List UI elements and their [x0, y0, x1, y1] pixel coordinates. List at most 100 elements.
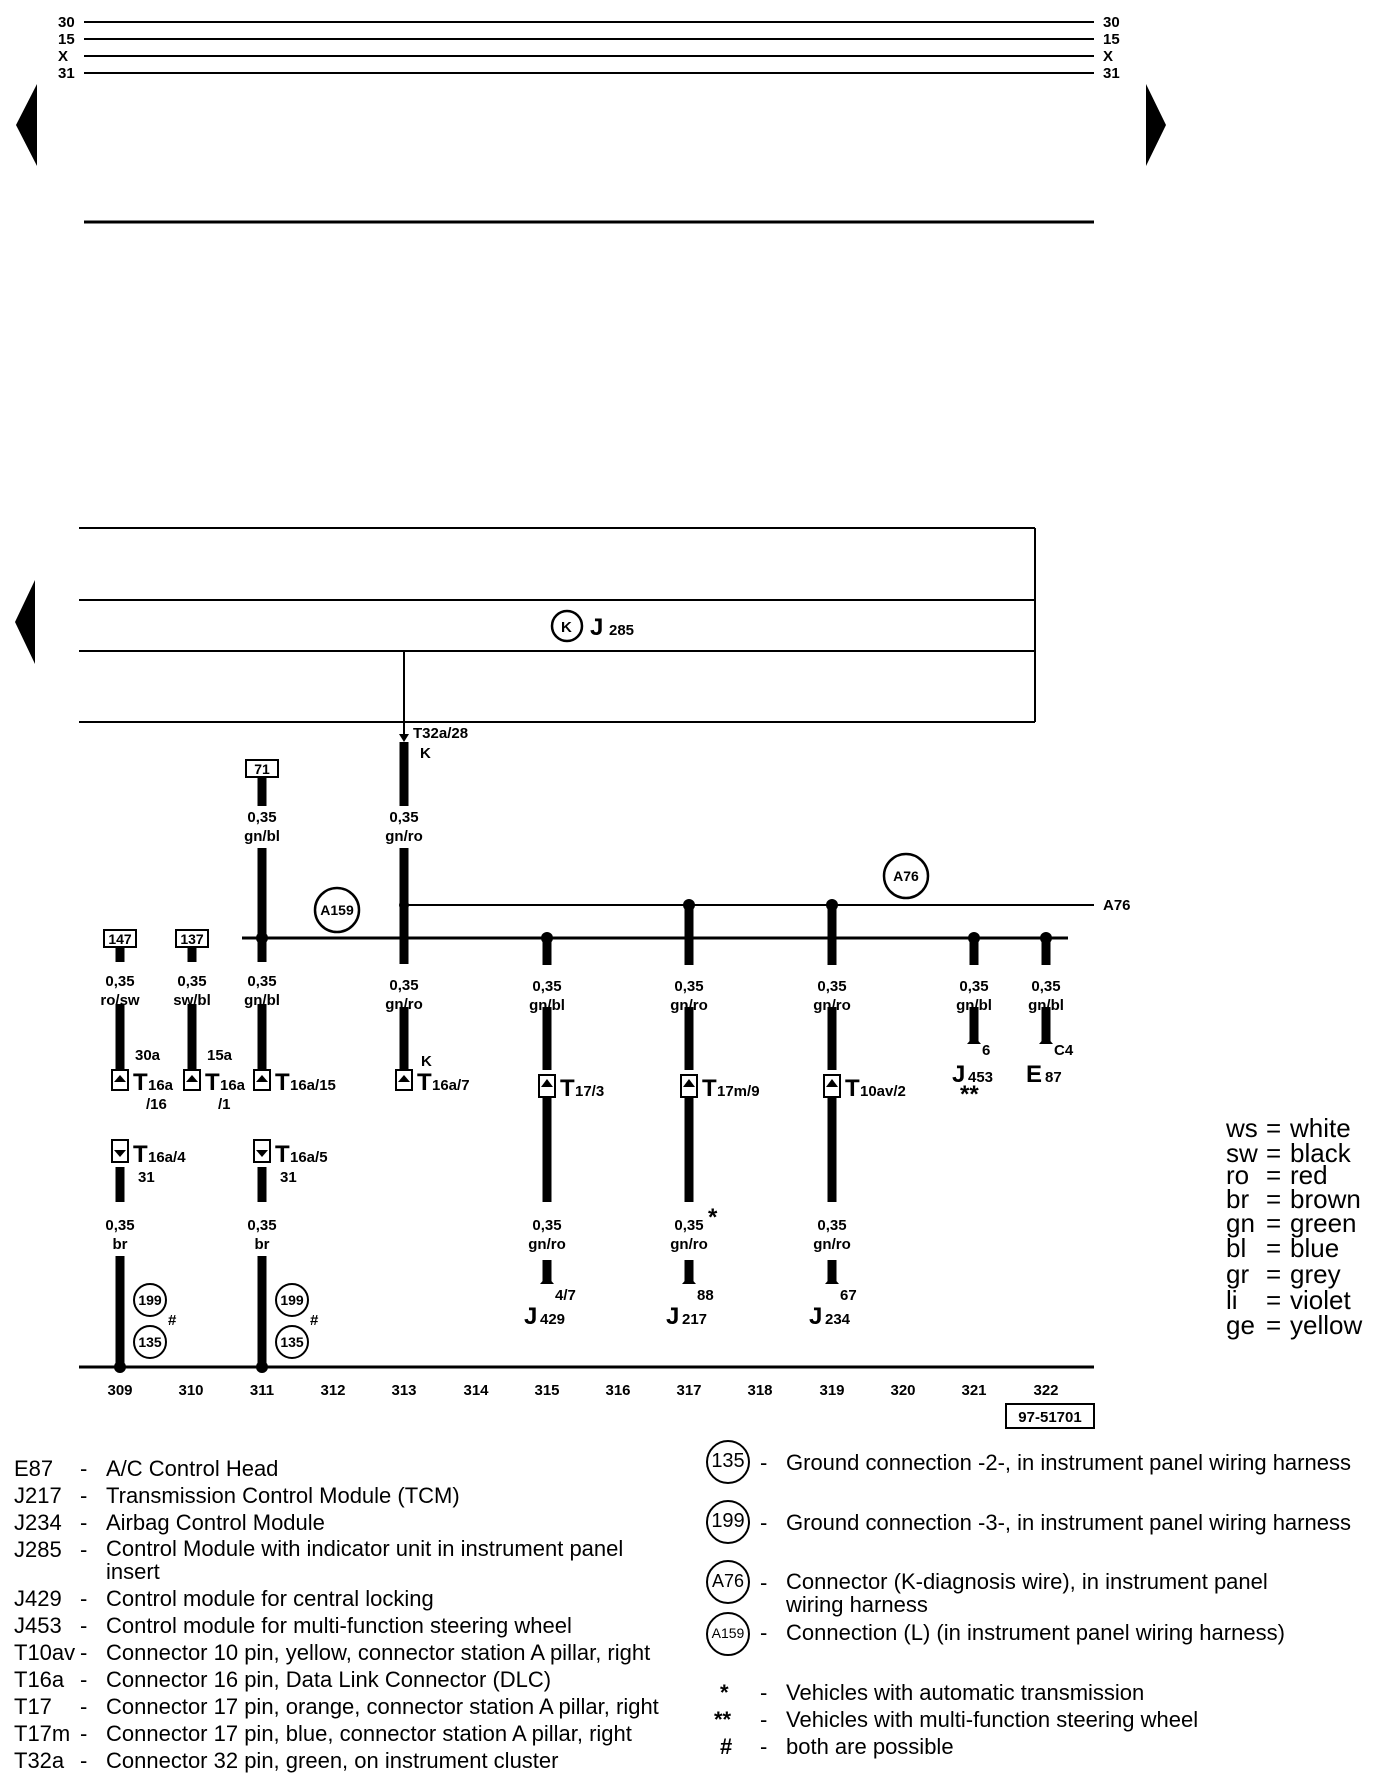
legend-description: Transmission Control Module (TCM) — [106, 1483, 460, 1508]
connector-id-sub: 16a/5 — [290, 1149, 328, 1166]
ground-199-icon — [133, 1283, 167, 1317]
legend-code: J429 — [14, 1586, 62, 1611]
legend-description: Vehicles with multi-function steering wh… — [786, 1707, 1199, 1732]
fuse-tag-147: 147 — [103, 929, 137, 948]
pin-mark-icon — [683, 1079, 695, 1087]
connector-pin-label: 15a — [207, 1047, 233, 1064]
legend-dash: - — [80, 1640, 88, 1665]
track-number: 322 — [1033, 1382, 1058, 1399]
top-rails — [84, 21, 1094, 224]
diagram-id-box — [1005, 1403, 1095, 1429]
legend-code: J217 — [14, 1483, 62, 1508]
wire-size-label: 0,35 — [532, 978, 561, 995]
legend-dash: - — [80, 1586, 88, 1611]
j429-id-sub: 429 — [540, 1311, 565, 1328]
j234-id-sub: 234 — [825, 1311, 851, 1328]
wire-size-label: 0,35 — [959, 978, 988, 995]
colour-equals-sign: = — [1266, 1113, 1281, 1143]
legend-description: Ground connection -2-, in instrument pan… — [786, 1450, 1351, 1475]
connector-id-sub: 16a — [148, 1077, 174, 1094]
legend-description: Connector 32 pin, green, on instrument c… — [106, 1748, 559, 1773]
connector-id: T — [275, 1069, 290, 1096]
connector-id: T — [845, 1075, 860, 1102]
ground-199-label: 199 — [280, 1292, 304, 1308]
page-left-arrow-icon[interactable] — [16, 84, 37, 166]
wire-size-label: 0,35 — [247, 973, 276, 990]
symbol-legend: 135 - Ground connection -2-, in instrume… — [700, 1440, 1390, 1776]
j429-id: J — [524, 1303, 537, 1330]
connector-pin-label: 31 — [138, 1169, 155, 1186]
colour-name: green — [1290, 1208, 1357, 1238]
colour-name: blue — [1290, 1233, 1339, 1263]
page-right-arrow-icon[interactable] — [1146, 84, 1166, 166]
connector-id-sub: 17m/9 — [717, 1083, 760, 1100]
ground-135-label: 135 — [280, 1334, 304, 1350]
legend-description: Control module for central locking — [106, 1586, 434, 1611]
legend-description: Connector 16 pin, Data Link Connector (D… — [106, 1667, 552, 1692]
pin-mark-icon — [256, 1075, 268, 1082]
track-number: 321 — [961, 1382, 986, 1399]
legend-dash: - — [80, 1694, 88, 1719]
connector-id: T — [205, 1069, 220, 1096]
wire-colour-label: gn/ro — [670, 997, 708, 1014]
colour-equals-sign: = — [1266, 1208, 1281, 1238]
ground-135-icon — [275, 1325, 309, 1359]
colour-code-legend: ws = white sw = black ro = red br = brow… — [1225, 1113, 1362, 1340]
junction-dots — [114, 899, 1052, 1373]
rail-label-right: X — [1103, 48, 1113, 65]
rail-labels-left: 30 15 X 31 — [58, 14, 75, 82]
colour-name: grey — [1290, 1259, 1341, 1289]
automatic-transmission-symbol: * — [720, 1680, 729, 1705]
ground-199-label: 199 — [138, 1292, 162, 1308]
page-left-arrow-icon[interactable] — [15, 580, 35, 664]
junction-dot — [968, 932, 980, 944]
connector-id-sub: 16a — [220, 1077, 246, 1094]
connector-id: T — [133, 1141, 148, 1168]
track-number: 310 — [178, 1382, 203, 1399]
wire-colour-label: gn/ro — [528, 1236, 566, 1253]
connector-id-sub: 16a/15 — [290, 1077, 336, 1094]
multi-function-steering-symbol: ** — [714, 1707, 732, 1732]
legend-description: A/C Control Head — [106, 1456, 279, 1481]
connector-id: T — [417, 1069, 432, 1096]
connector-id-sub: 17/3 — [575, 1083, 604, 1100]
wire-size-label: 0,35 — [105, 1217, 134, 1234]
legend-code: T10av — [14, 1640, 76, 1665]
j285-symbol: K J 285 — [550, 609, 634, 643]
colour-name: black — [1290, 1138, 1352, 1168]
wire-size-label: 0,35 — [389, 809, 418, 826]
connector-a76-icon — [882, 852, 930, 900]
pin-label-t32a-28: T32a/28 — [413, 725, 468, 742]
junction-dot — [826, 899, 838, 911]
track-number: 320 — [890, 1382, 915, 1399]
junction-dot — [541, 932, 553, 944]
colour-name: yellow — [1290, 1310, 1362, 1340]
pin-mark-icon — [114, 1075, 126, 1082]
terminal-arrow-icon — [967, 1036, 981, 1044]
j217-pin: 88 — [697, 1287, 714, 1304]
rail-label-right: 15 — [1103, 31, 1120, 48]
legend-dash: - — [80, 1510, 88, 1535]
pin-arrow-icon — [399, 734, 409, 742]
connector-labels: 30a T 16a /16 15a T 16a /1 T 16a/15 K T … — [133, 1047, 906, 1186]
legend-description: Ground connection -3-, in instrument pan… — [786, 1510, 1351, 1535]
legend-dash: - — [760, 1510, 768, 1535]
colour-equals-sign: = — [1266, 1285, 1281, 1315]
terminal-arrow-icon — [682, 1276, 696, 1284]
colour-equals-sign: = — [1266, 1233, 1281, 1263]
wire-size-label: 0,35 — [247, 1217, 276, 1234]
colour-name: white — [1289, 1113, 1351, 1143]
colour-code: ws — [1225, 1113, 1258, 1143]
connector-id-tail: /16 — [146, 1096, 167, 1113]
colour-equals-sign: = — [1266, 1138, 1281, 1168]
legend-code: T32a — [14, 1748, 65, 1773]
wire-colour-label: gn/ro — [813, 1236, 851, 1253]
control-module-j285 — [79, 527, 1036, 723]
wire-colour-label: gn/bl — [244, 992, 280, 1009]
connector-id-sub: 16a/7 — [432, 1077, 470, 1094]
wire-colour-label: ro/sw — [100, 992, 140, 1009]
terminal-arrow-icon — [540, 1276, 554, 1284]
both-possible-note: # — [310, 1312, 319, 1329]
rail-label-left: 30 — [58, 14, 75, 31]
legend-code: J234 — [14, 1510, 62, 1535]
